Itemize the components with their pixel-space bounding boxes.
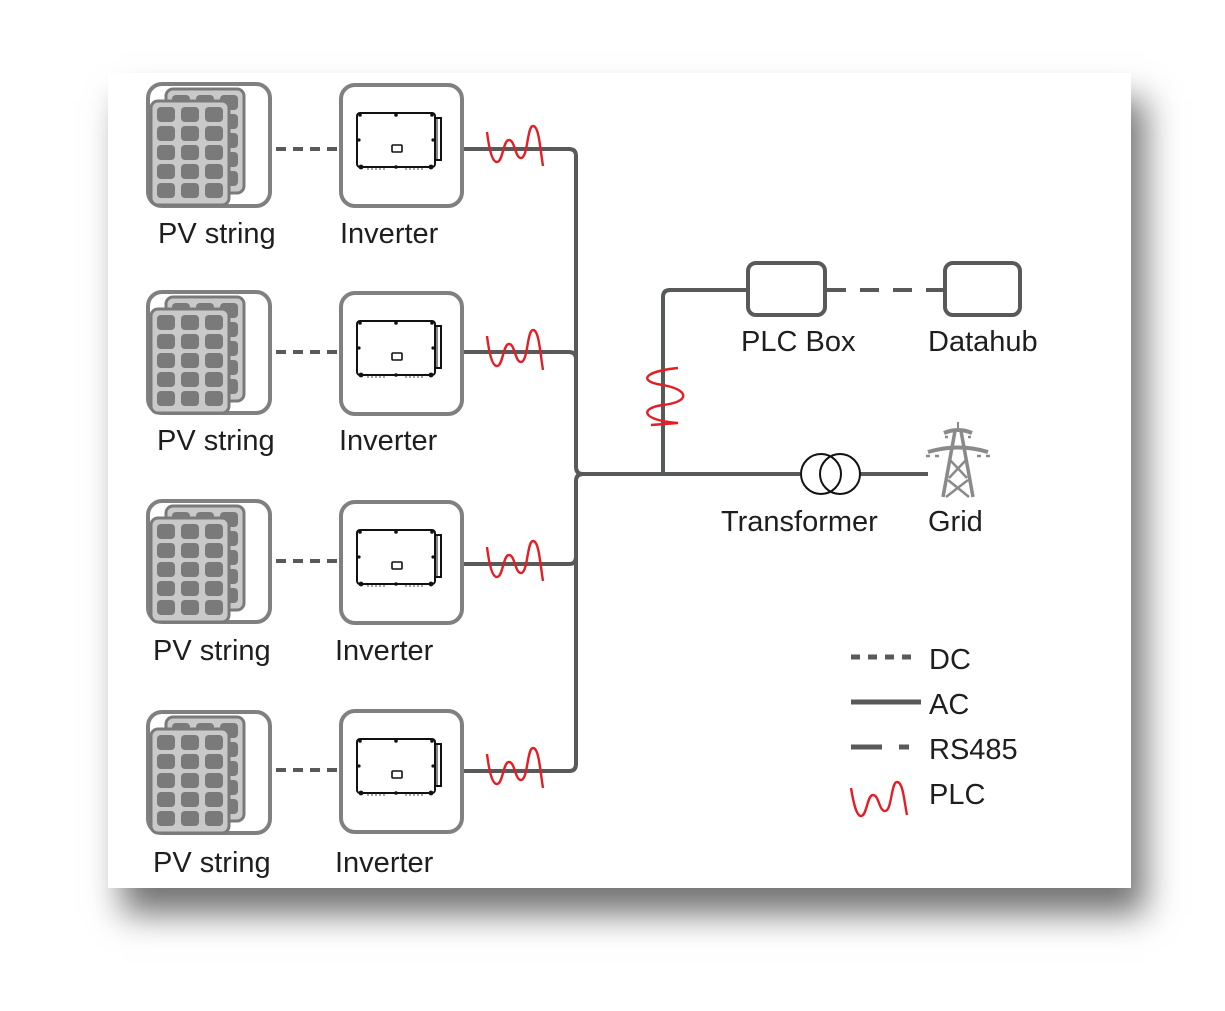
transmission-tower-icon [926,422,990,498]
ac-link-3 [464,556,578,566]
legend-item-ac: AC [851,689,969,721]
pv-string-node[interactable] [146,82,272,208]
legend-item-plc: PLC [849,779,985,818]
inverter-node[interactable] [339,500,464,625]
legend-label: AC [929,689,969,721]
solar-panel-icon [149,87,246,207]
plc-wave-icon [485,746,545,790]
diagram-card [108,73,1131,888]
inverter-node[interactable] [339,291,464,416]
legend-label: RS485 [929,734,1018,766]
pv-string-node[interactable] [146,290,272,415]
plc-box-node[interactable]: PLC Box [741,261,856,358]
inverter-node[interactable] [339,709,464,834]
plc-box-label: PLC Box [741,326,856,358]
legend-item-dc: DC [851,644,971,676]
datahub-label: Datahub [928,326,1038,358]
pv-string-node[interactable] [146,499,272,624]
row-1: PV string Inverter [146,82,464,250]
legend-label: PLC [929,779,985,811]
transformer-icon [800,453,861,495]
plc-wave-icon [849,780,909,818]
inverter-label: Inverter [339,425,438,457]
solar-panel-icon [149,295,246,415]
pv-string-label: PV string [158,218,276,250]
plc-wave-icon [485,124,545,168]
inverter-node[interactable] [339,83,464,208]
ac-link-1 [464,147,584,476]
transformer-node[interactable]: Transformer [721,453,878,538]
ac-wiring [464,147,928,773]
pv-string-label: PV string [157,425,275,457]
pv-string-node[interactable] [146,710,272,835]
datahub-node[interactable]: Datahub [928,261,1038,358]
row-3: PV string Inverter [146,499,464,667]
ac-link-4 [464,472,584,773]
inverter-label: Inverter [335,635,434,667]
grid-label: Grid [928,506,983,538]
grid-node[interactable]: Grid [926,422,990,538]
row-4: PV string Inverter [146,709,464,879]
pv-string-label: PV string [153,635,271,667]
solar-panel-icon [149,504,246,624]
inverter-label: Inverter [335,847,434,879]
transformer-label: Transformer [721,506,878,538]
plc-signals [485,124,685,790]
inverter-label: Inverter [340,218,439,250]
plc-wave-icon [646,366,685,427]
legend-label: DC [929,644,971,676]
ac-link-2 [464,350,578,360]
plc-wave-icon [485,539,545,583]
pv-string-label: PV string [153,847,271,879]
ac-branch-plc-box [661,288,748,474]
legend-item-rs485: RS485 [851,734,1018,766]
solar-panel-icon [149,715,246,835]
row-2: PV string Inverter [146,290,464,457]
legend: DC AC RS485 PLC [849,644,1018,818]
